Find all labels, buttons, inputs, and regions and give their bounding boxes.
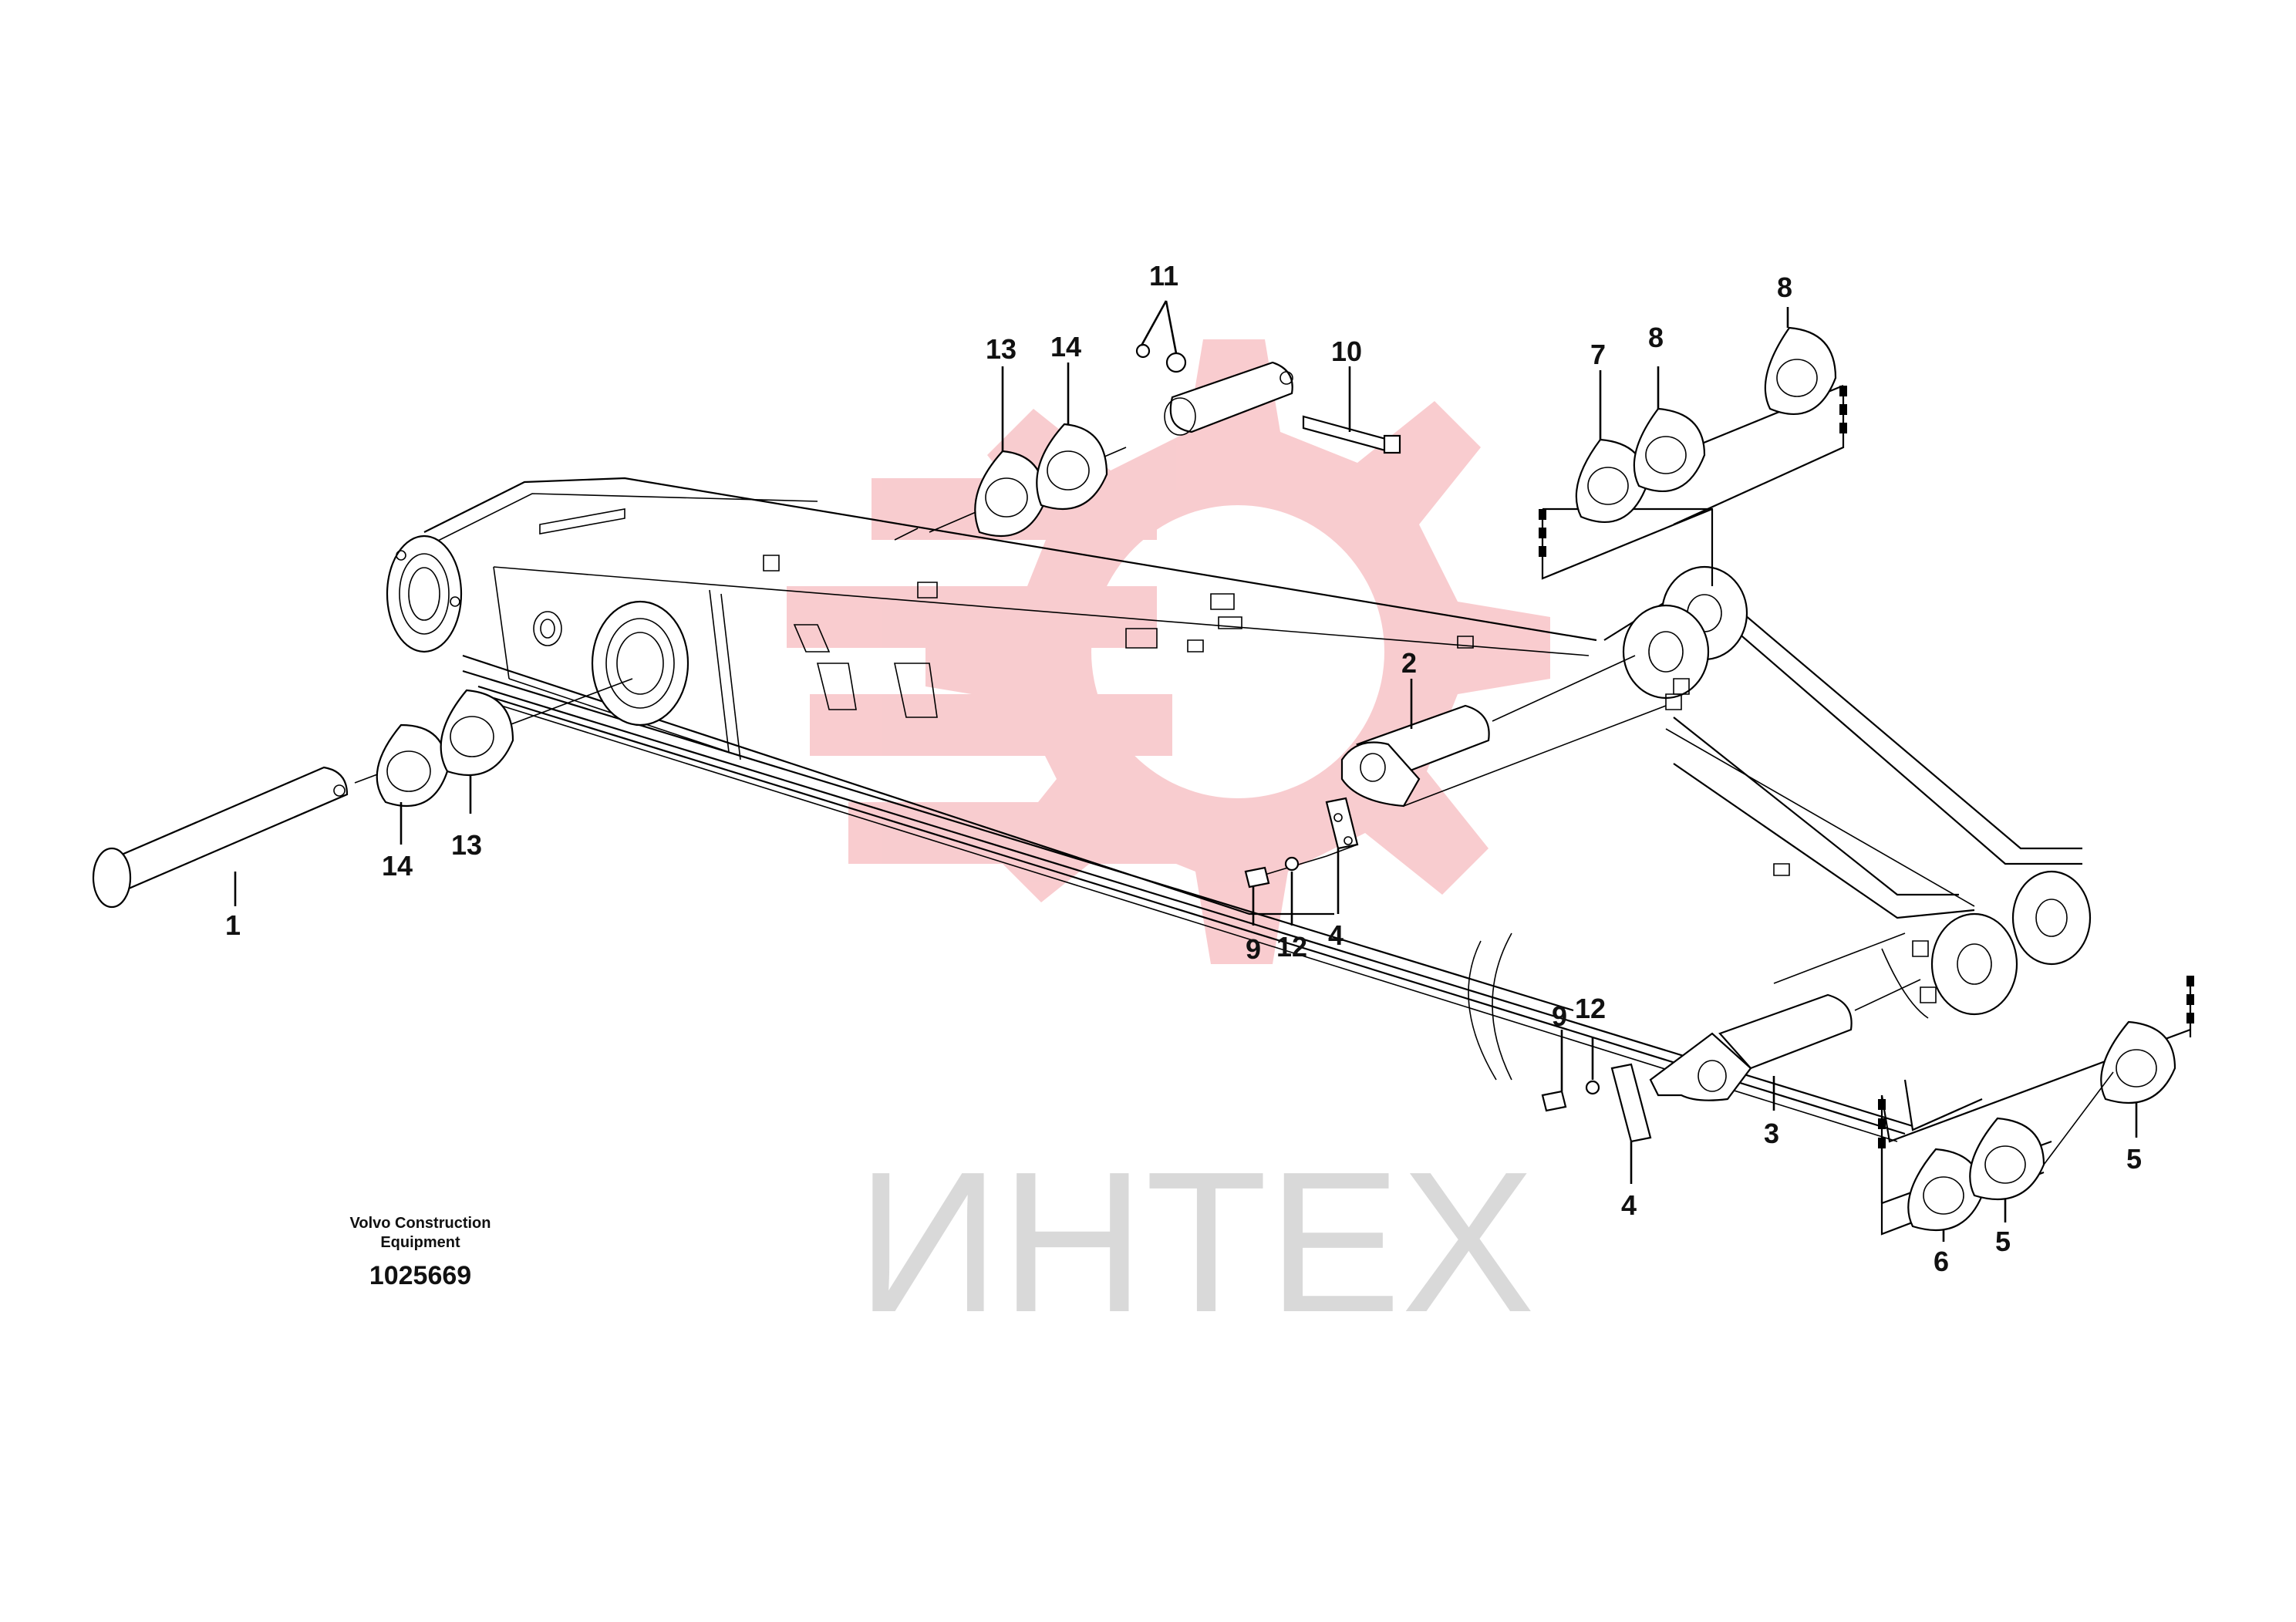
pin-1 <box>92 678 633 909</box>
pin-2 <box>1244 655 1667 889</box>
callout-11: 11 <box>1149 260 1178 292</box>
callout-2: 2 <box>1401 647 1417 679</box>
callout-12-left: 12 <box>1276 931 1307 963</box>
maker-line-1: Volvo Construction <box>350 1215 491 1232</box>
washer-group-upper-right <box>1539 326 1847 586</box>
washer-13-upper <box>974 450 1047 538</box>
callout-7: 7 <box>1590 339 1606 370</box>
title-block: Volvo Construction Equipment 1025669 <box>350 1215 491 1290</box>
callout-14-rear: 14 <box>382 850 413 882</box>
leader-lines <box>234 300 2138 1242</box>
washer-14-upper <box>1036 423 1108 511</box>
callout-9-left: 9 <box>1246 933 1261 965</box>
callout-12-right: 12 <box>1575 993 1606 1024</box>
front-link-assembly <box>1603 565 2092 1019</box>
washer-13-rear <box>440 689 514 777</box>
callout-8-middle: 8 <box>1648 322 1664 353</box>
callout-13-rear: 13 <box>451 829 482 861</box>
broken-line-marks-lower <box>1878 976 2194 1148</box>
callout-5-right: 5 <box>2126 1143 2142 1175</box>
washer-group-lower-right <box>1878 976 2194 1236</box>
callout-13-upper: 13 <box>986 333 1017 365</box>
watermark-gear-logo <box>787 339 1550 964</box>
callout-5-middle: 5 <box>1995 1226 2011 1257</box>
callout-9-right: 9 <box>1552 1000 1567 1032</box>
callout-6: 6 <box>1934 1246 1949 1277</box>
diagram-number: 1025669 <box>369 1261 471 1290</box>
callout-3: 3 <box>1764 1118 1779 1149</box>
callout-labels: 1 14 13 13 14 11 10 2 9 12 4 7 8 8 9 12 … <box>225 260 2142 1277</box>
broken-line-marks-upper <box>1539 386 1847 557</box>
maker-line-2: Equipment <box>380 1234 460 1251</box>
watermark-text: ИНТЕХ <box>856 1131 1535 1354</box>
callout-14-upper: 14 <box>1050 331 1081 363</box>
callout-4-right: 4 <box>1621 1189 1637 1221</box>
callout-1: 1 <box>225 909 241 941</box>
upper-pin-assembly <box>894 343 1401 541</box>
pin-3 <box>1541 932 1921 1143</box>
callout-8-right: 8 <box>1777 271 1792 303</box>
callout-4-left: 4 <box>1328 919 1344 951</box>
washer-14-rear <box>376 723 449 808</box>
boom-assembly <box>386 477 1983 1142</box>
callout-10: 10 <box>1331 336 1362 367</box>
